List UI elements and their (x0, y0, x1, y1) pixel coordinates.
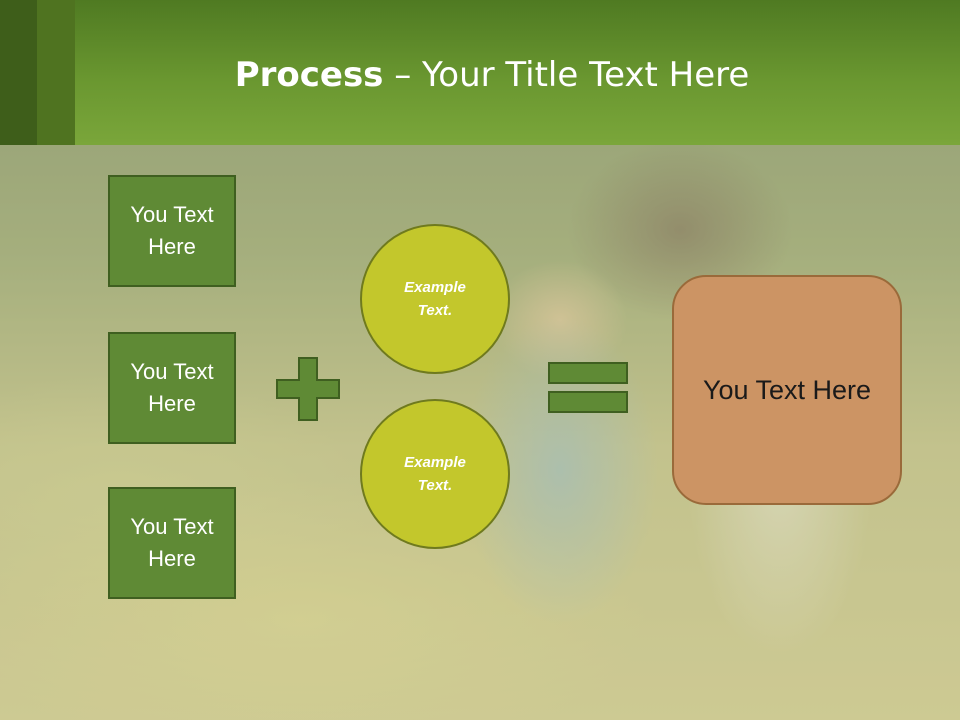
text-box-label: You Text Here (130, 514, 214, 571)
header-accent-stripe-mid (37, 0, 75, 145)
text-box-1[interactable]: You Text Here (108, 175, 236, 287)
text-box-label: You Text Here (130, 359, 214, 416)
header-accent-stripe-dark (0, 0, 37, 145)
example-circle-2[interactable]: Example Text. (360, 399, 510, 549)
title-bold: Process (234, 55, 384, 95)
text-box-label: You Text Here (130, 202, 214, 259)
text-box-2[interactable]: You Text Here (108, 332, 236, 444)
equals-bar-bottom (548, 391, 628, 413)
result-box[interactable]: You Text Here (672, 275, 902, 505)
slide-title: Process – Your Title Text Here (0, 55, 960, 95)
example-circle-1[interactable]: Example Text. (360, 224, 510, 374)
equals-bar-top (548, 362, 628, 384)
circle-label: Example Text. (404, 454, 466, 494)
text-box-3[interactable]: You Text Here (108, 487, 236, 599)
header-band: Process – Your Title Text Here (0, 0, 960, 145)
plus-icon (276, 357, 340, 421)
circle-label: Example Text. (404, 279, 466, 319)
result-label: You Text Here (702, 374, 872, 405)
title-rest: – Your Title Text Here (383, 55, 750, 95)
